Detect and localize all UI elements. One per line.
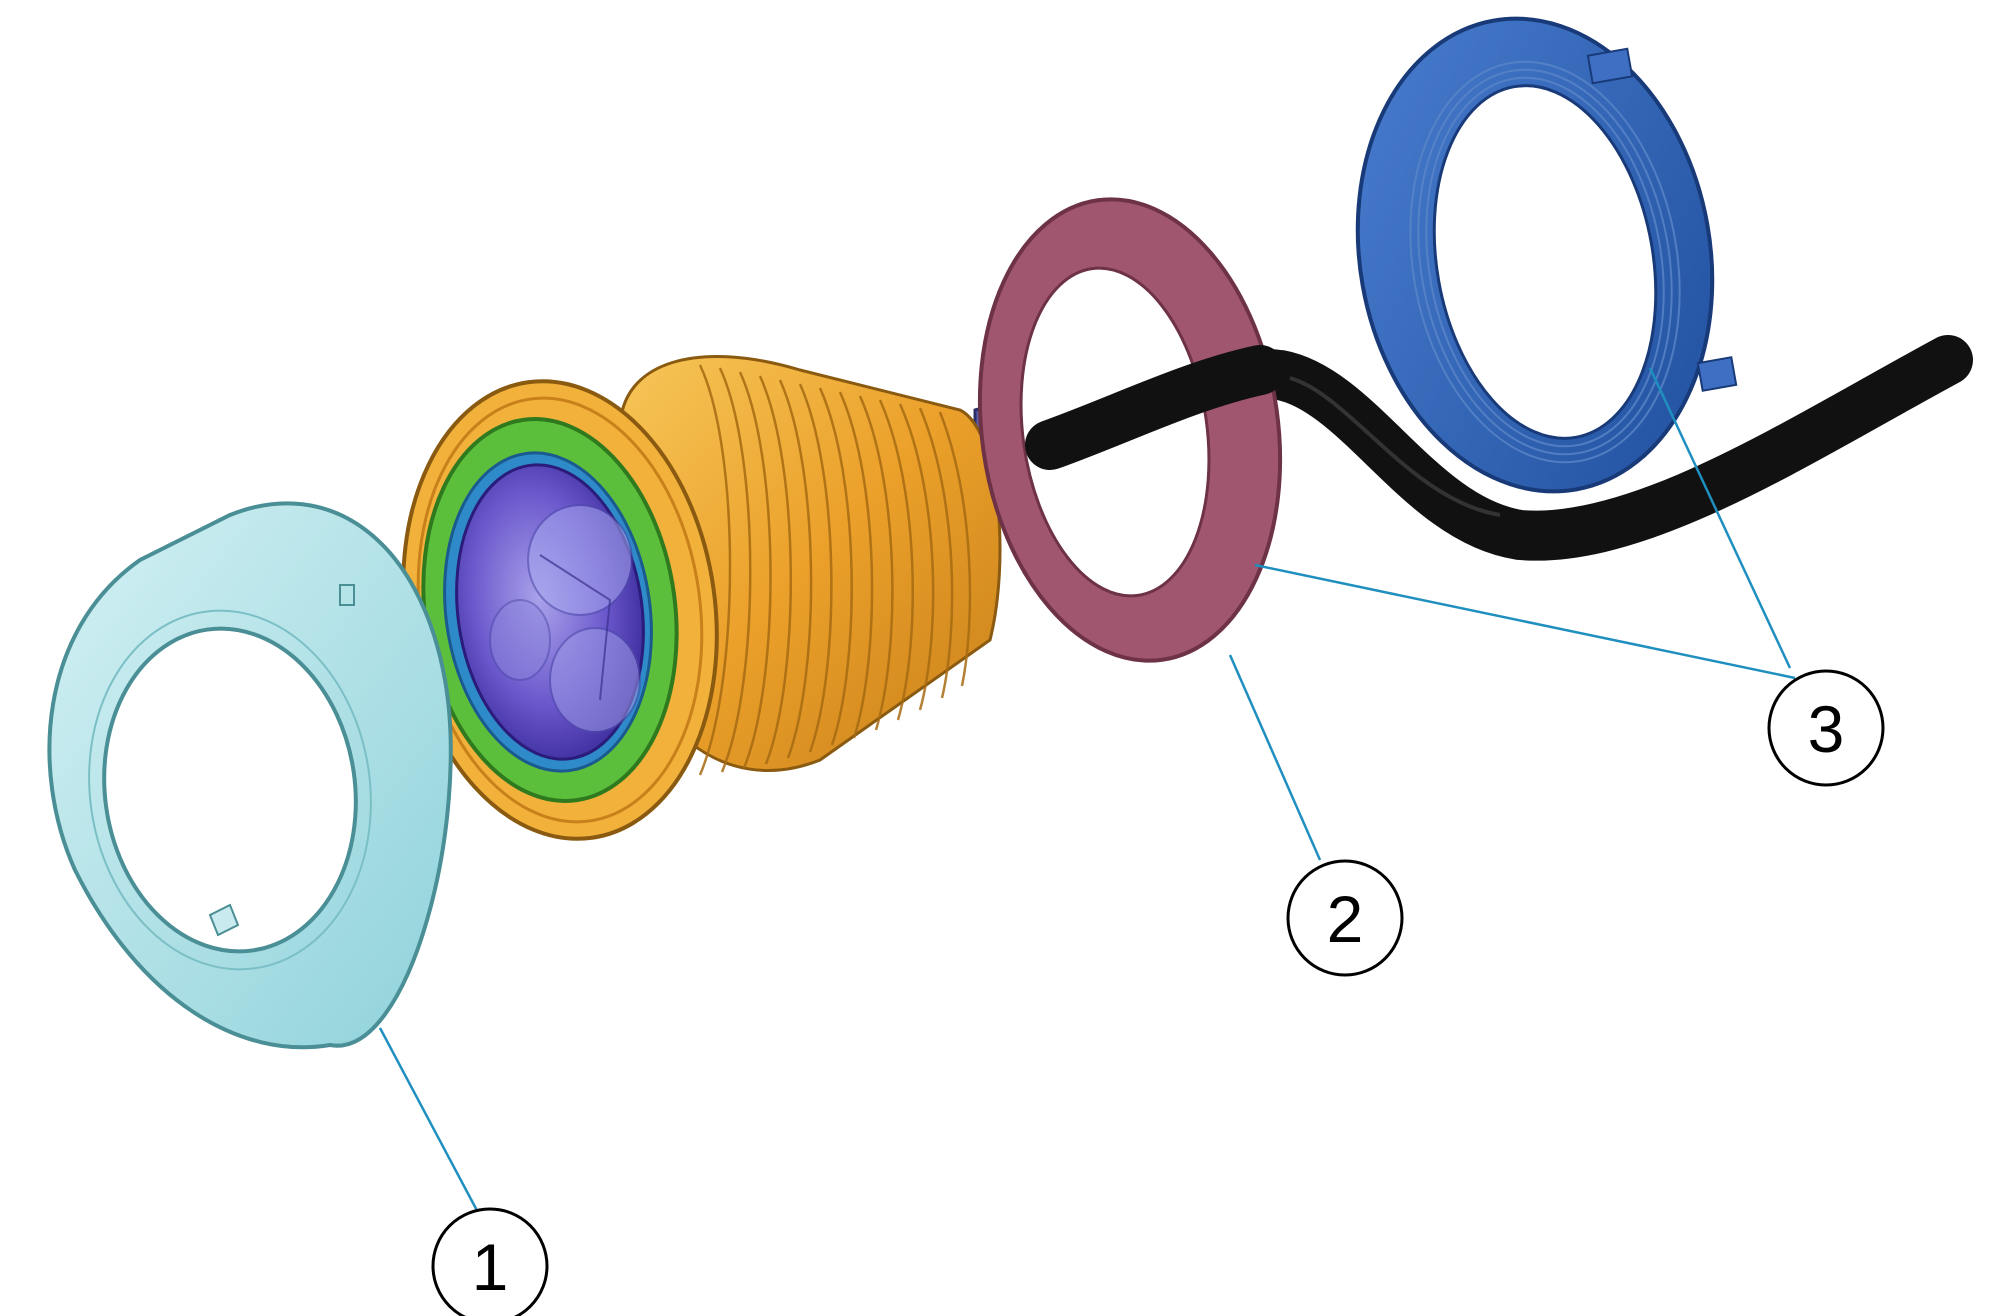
leader-3a xyxy=(1254,563,1796,680)
callout-2: 2 xyxy=(1286,859,1404,977)
led-lens xyxy=(455,463,645,761)
nut-threads xyxy=(1409,60,1681,464)
callout-3: 3 xyxy=(1767,669,1885,787)
trim-ring xyxy=(47,501,453,1050)
callout-label-3: 3 xyxy=(1808,692,1845,766)
leader-1 xyxy=(378,1027,492,1236)
lock-nut xyxy=(1355,16,1738,494)
callout-label-2: 2 xyxy=(1327,882,1364,956)
callout-label-1: 1 xyxy=(472,1230,509,1304)
cable-segment xyxy=(1025,345,1285,470)
leader-3b xyxy=(1648,367,1792,669)
leader-2 xyxy=(1228,654,1322,861)
callout-1: 1 xyxy=(431,1207,549,1316)
thread-lines xyxy=(698,364,972,776)
leader-lines xyxy=(378,367,1796,1236)
